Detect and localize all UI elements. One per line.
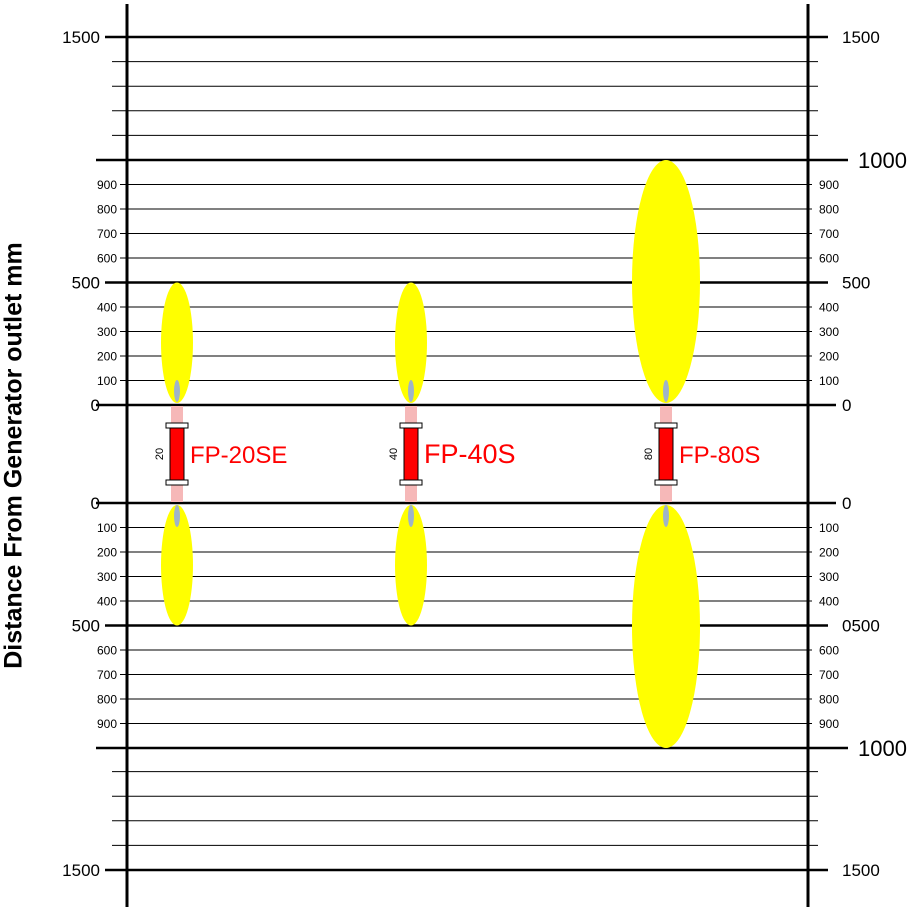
left-distance-label: 0 bbox=[91, 396, 100, 415]
left-distance-label: 100 bbox=[97, 521, 117, 535]
discharge-zone-lower bbox=[632, 505, 700, 748]
nozzle-glow-lower bbox=[171, 481, 183, 502]
left-distance-label: 800 bbox=[97, 692, 117, 706]
left-distance-label: 900 bbox=[97, 717, 117, 731]
left-distance-label: 400 bbox=[97, 300, 117, 314]
right-distance-label: 1000 bbox=[858, 148, 907, 173]
discharge-zones bbox=[161, 160, 700, 748]
right-distance-label: 200 bbox=[819, 545, 839, 559]
discharge-zone-lower bbox=[395, 505, 427, 626]
left-distance-label: 200 bbox=[97, 349, 117, 363]
left-distance-label: 500 bbox=[72, 617, 100, 636]
left-distance-label: 600 bbox=[97, 643, 117, 657]
left-distance-label: 800 bbox=[97, 202, 117, 216]
generator-model-label: FP-80S bbox=[679, 442, 760, 469]
left-distance-label: 300 bbox=[97, 570, 117, 584]
discharge-zone-upper bbox=[632, 160, 700, 403]
nozzle-glow-lower bbox=[660, 481, 672, 502]
core-jet-upper bbox=[408, 380, 414, 402]
right-distance-label: 400 bbox=[819, 594, 839, 608]
right-distance-label: 0 bbox=[842, 494, 851, 513]
nozzle-glow-lower bbox=[405, 481, 417, 502]
discharge-zone-upper bbox=[161, 282, 193, 403]
left-distance-label: 200 bbox=[97, 545, 117, 559]
right-distance-label: 700 bbox=[819, 227, 839, 241]
right-distance-label: 1500 bbox=[842, 861, 880, 880]
core-jet-lower bbox=[174, 505, 180, 527]
axis-title: Distance From Generator outlet mm bbox=[0, 242, 28, 669]
right-distance-label: 1000 bbox=[858, 736, 907, 761]
generator-size-label: 20 bbox=[154, 448, 166, 460]
core-jet-lower bbox=[663, 505, 669, 527]
left-distance-label: 600 bbox=[97, 251, 117, 265]
left-distance-label: 400 bbox=[97, 594, 117, 608]
left-distance-label: 100 bbox=[97, 374, 117, 388]
generator-flange-top bbox=[399, 422, 423, 429]
right-distance-label: 1500 bbox=[842, 28, 880, 47]
right-distance-label: 900 bbox=[819, 717, 839, 731]
right-distance-label: 400 bbox=[819, 300, 839, 314]
core-jet-upper bbox=[174, 380, 180, 402]
discharge-zone-upper bbox=[395, 282, 427, 403]
right-distance-label: 600 bbox=[819, 251, 839, 265]
right-distance-label: 300 bbox=[819, 325, 839, 339]
distance-labels: 1500900800700600500400300200100001002003… bbox=[62, 28, 907, 880]
left-distance-label: 0 bbox=[91, 494, 100, 513]
generator-body bbox=[658, 427, 674, 481]
right-distance-label: 800 bbox=[819, 692, 839, 706]
left-distance-label: 700 bbox=[97, 668, 117, 682]
generator-body bbox=[403, 427, 419, 481]
left-distance-label: 500 bbox=[72, 274, 100, 293]
right-distance-label: 100 bbox=[819, 374, 839, 388]
right-distance-label: 0 bbox=[842, 396, 851, 415]
generator-flange-top bbox=[165, 422, 189, 429]
core-jet-upper bbox=[663, 380, 669, 402]
generator-flange-bottom bbox=[165, 479, 189, 486]
generator-flange-bottom bbox=[654, 479, 678, 486]
right-distance-label: 0500 bbox=[842, 617, 880, 636]
generator-flange-bottom bbox=[399, 479, 423, 486]
discharge-zone-lower bbox=[161, 505, 193, 626]
generator-size-label: 40 bbox=[388, 448, 400, 460]
generator-body bbox=[169, 427, 185, 481]
left-distance-label: 300 bbox=[97, 325, 117, 339]
generator-flange-top bbox=[654, 422, 678, 429]
generator-model-label: FP-40S bbox=[424, 439, 516, 469]
right-distance-label: 100 bbox=[819, 521, 839, 535]
right-distance-label: 200 bbox=[819, 349, 839, 363]
left-distance-label: 1500 bbox=[62, 861, 100, 880]
generator-size-label: 80 bbox=[643, 448, 655, 460]
left-distance-label: 900 bbox=[97, 178, 117, 192]
core-jet-lower bbox=[408, 505, 414, 527]
left-distance-label: 1500 bbox=[62, 28, 100, 47]
right-distance-label: 700 bbox=[819, 668, 839, 682]
left-distance-label: 700 bbox=[97, 227, 117, 241]
generators: 20 FP-20SE 40 FP-40S 80 FP-80S bbox=[154, 406, 760, 502]
generator-model-label: FP-20SE bbox=[190, 442, 287, 469]
right-distance-label: 800 bbox=[819, 202, 839, 216]
right-distance-label: 900 bbox=[819, 178, 839, 192]
right-distance-label: 500 bbox=[842, 274, 870, 293]
right-distance-label: 600 bbox=[819, 643, 839, 657]
right-distance-label: 300 bbox=[819, 570, 839, 584]
